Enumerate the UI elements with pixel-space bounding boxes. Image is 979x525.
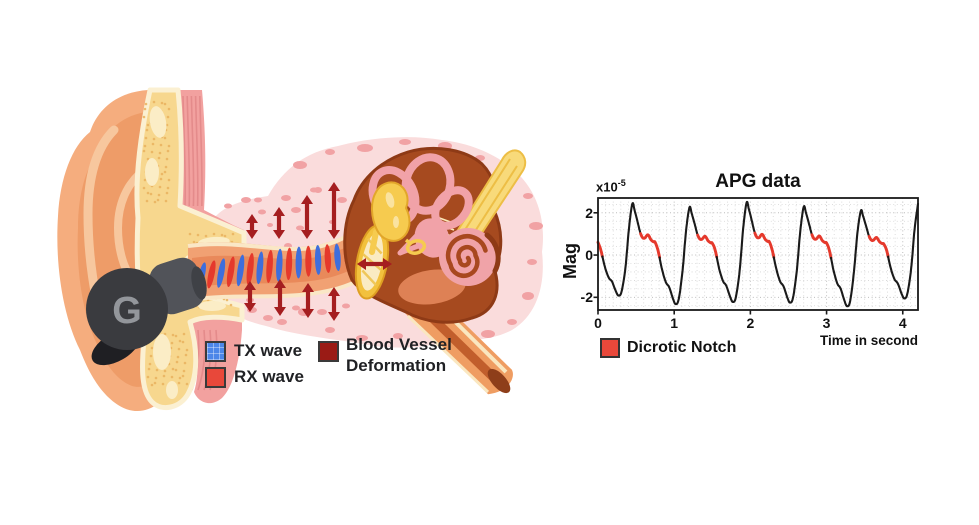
blood-vessel-deformation-arrows (244, 182, 392, 321)
tissue-spot (241, 197, 251, 203)
waveform-segment (715, 200, 756, 304)
tx-wavefront (236, 254, 245, 287)
blood-vessel-label: Blood Vessel Deformation (346, 335, 452, 375)
earbud: G (86, 257, 207, 366)
earbud-logo: G (112, 290, 142, 332)
tissue-spot (481, 330, 495, 338)
deformation-arrow (273, 207, 285, 239)
tx-wave-swatch (205, 341, 226, 362)
x-tick-label: 2 (746, 315, 755, 331)
rx-wavefront (226, 256, 235, 288)
x-tick-label: 3 (822, 315, 831, 331)
tx-wavefront (217, 258, 226, 288)
tissue-spot (296, 225, 304, 231)
tissue-spot (310, 187, 318, 193)
tissue-spot (325, 327, 335, 333)
deformation-arrow (328, 287, 340, 321)
grid-lines (597, 198, 919, 310)
tissue-spot (281, 195, 291, 201)
tissue-spot (258, 209, 266, 215)
tx-wavefront (276, 248, 283, 282)
stapes (405, 239, 427, 255)
tissue-spot (523, 193, 533, 199)
tx-wave-label: TX wave (234, 341, 303, 360)
x-tick-label: 1 (670, 315, 679, 331)
waveform-segment (658, 205, 699, 306)
tissue-spot (325, 149, 335, 155)
deformation-arrow (246, 214, 258, 239)
rx-wave-swatch (205, 367, 226, 388)
tissue-spot (254, 197, 262, 203)
rx-wavefront (266, 250, 273, 283)
dicrotic-notch-segment (639, 232, 662, 259)
tissue-spot (277, 319, 287, 325)
x-tick-label: 0 (594, 315, 602, 331)
deformation-arrow (357, 258, 392, 270)
y-tick-label: 0 (585, 247, 593, 264)
tissue-spot (267, 223, 273, 227)
dicrotic-notch-label: Dicrotic Notch (627, 339, 737, 356)
tissue-spot (337, 197, 347, 203)
waveform-segment (829, 208, 871, 308)
dicrotic-notch-swatch (600, 338, 620, 358)
ear-anatomy-illustration: G (57, 87, 544, 412)
chart-title: APG data (715, 171, 801, 192)
waveform-segment (772, 205, 814, 304)
deformation-arrow (301, 195, 313, 239)
rx-wavefront (246, 253, 254, 286)
tx-wavefront (295, 246, 302, 279)
rx-wavefront (207, 260, 216, 289)
tissue-spot (356, 335, 368, 341)
rx-wave-label: RX wave (234, 367, 304, 386)
tissue-spot (529, 222, 543, 230)
waveform-segment (601, 202, 642, 297)
tissue-spot (527, 259, 537, 265)
tx-wavefront (334, 243, 341, 271)
bone-marrow-blobs (145, 106, 230, 399)
ossicles (369, 181, 427, 255)
tissue-spot (507, 319, 517, 325)
deformation-arrow (244, 281, 256, 312)
x-axis-label: Time in second (819, 333, 918, 348)
deformation-arrow (302, 283, 314, 318)
dicrotic-notch-segment (867, 234, 890, 259)
deformation-arrow (274, 279, 286, 316)
tissue-spot (263, 315, 273, 321)
earbud-body (86, 268, 168, 350)
x-tick-label: 4 (898, 315, 907, 331)
blood-vessel-swatch (318, 341, 339, 362)
tissue-spot (292, 305, 300, 311)
tissue-spot (291, 207, 301, 213)
apg-waveform (596, 200, 920, 308)
plot-border (597, 197, 919, 311)
tissue-spot (399, 139, 411, 145)
tick-marks (593, 211, 904, 315)
tissue-spot (342, 303, 350, 309)
y-tick-label: -2 (580, 289, 593, 306)
waveform-segment (887, 202, 920, 300)
cochlea (439, 228, 501, 286)
tissue-spot (224, 203, 232, 209)
tissue-spot (317, 309, 327, 315)
dicrotic-notch-segment (696, 233, 719, 259)
dicrotic-notch-segment (810, 233, 833, 260)
tx-wavefront (256, 251, 264, 285)
apg-plot-area (593, 197, 920, 315)
dicrotic-notch-segment (753, 231, 776, 259)
tissue-spot (357, 144, 373, 152)
y-tick-label: 2 (585, 204, 593, 221)
rx-wavefront (324, 244, 331, 273)
tissue-spot (393, 333, 403, 339)
rx-wavefront (285, 247, 293, 281)
tx-wavefront (314, 244, 322, 275)
tissue-spot (293, 161, 307, 169)
y-axis-exponent: x10-5 (596, 178, 626, 195)
tissue-spot (522, 292, 534, 300)
rx-wavefront (305, 245, 312, 277)
